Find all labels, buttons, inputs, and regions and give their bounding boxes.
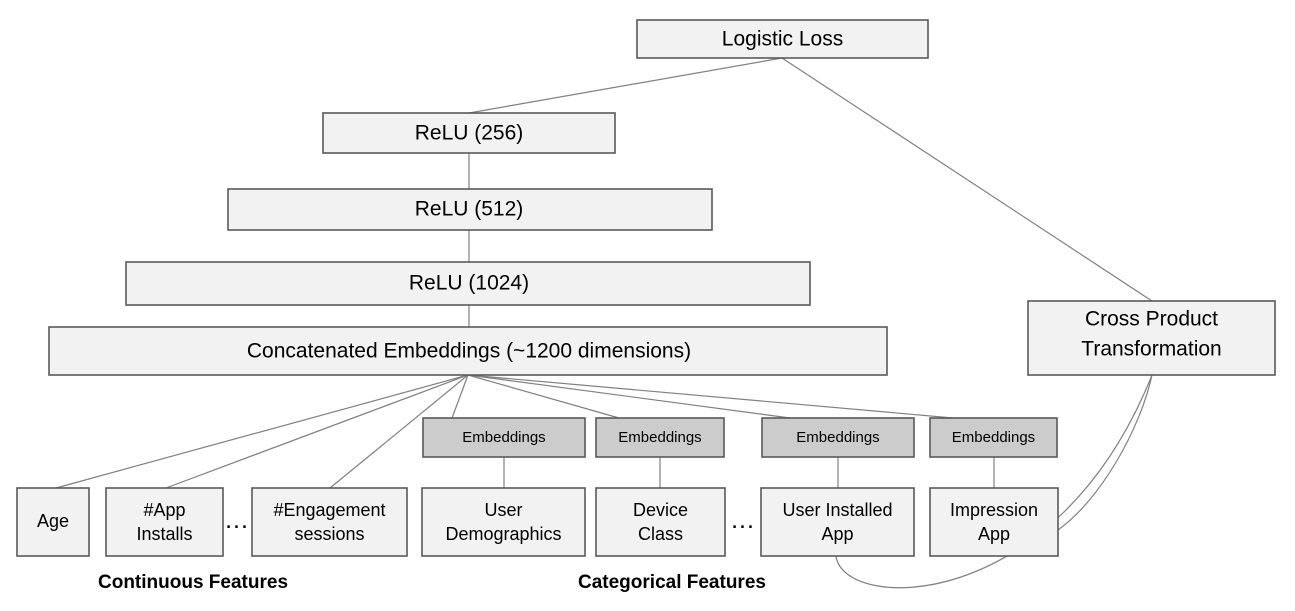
node-feature-user-installed-app[interactable]: User Installed App <box>760 487 915 557</box>
feature-user-demographics-label-line1: User <box>484 500 522 520</box>
feature-impression-app-label-line2: App <box>978 524 1010 544</box>
relu-256-label: ReLU (256) <box>415 122 524 145</box>
continuous-features-caption: Continuous Features <box>98 572 288 593</box>
feature-app-installs-box[interactable] <box>105 487 224 557</box>
node-cross-product-transformation[interactable]: Cross Product Transformation <box>1027 300 1276 376</box>
embeddings-1-label: Embeddings <box>462 429 545 446</box>
feature-age-box[interactable] <box>16 487 90 557</box>
node-feature-age[interactable]: Age <box>16 487 90 557</box>
feature-age-label: Age <box>37 511 69 531</box>
categorical-ellipsis: ... <box>731 506 755 534</box>
feature-engagement-sessions-label-line1: #Engagement <box>273 500 385 520</box>
node-relu-256[interactable]: ReLU (256) <box>322 112 616 154</box>
node-relu-512[interactable]: ReLU (512) <box>227 188 713 231</box>
continuous-ellipsis: ... <box>225 506 249 534</box>
relu-1024-box[interactable] <box>125 261 811 306</box>
feature-impression-app-label-line1: Impression <box>950 500 1038 520</box>
feature-user-installed-app-label-line1: User Installed <box>782 500 892 520</box>
feature-device-class-box[interactable] <box>595 487 726 557</box>
edge-concat-to-app-installs <box>165 374 469 489</box>
feature-user-installed-app-label-line2: App <box>821 524 853 544</box>
edge-logistic-loss-to-cross-product <box>781 57 1153 302</box>
feature-user-installed-app-box[interactable] <box>760 487 915 557</box>
concatenated-embeddings-label: Concatenated Embeddings (~1200 dimension… <box>247 340 691 363</box>
relu-256-box[interactable] <box>322 112 616 154</box>
cross-product-transformation-label-line1: Cross Product <box>1085 308 1218 331</box>
cross-product-transformation-label-line2: Transformation <box>1081 338 1221 361</box>
feature-user-demographics-label-line2: Demographics <box>445 524 561 544</box>
feature-app-installs-label-line2: Installs <box>136 524 192 544</box>
logistic-loss-label: Logistic Loss <box>722 28 843 51</box>
feature-user-demographics-box[interactable] <box>421 487 586 557</box>
feature-device-class-label-line2: Class <box>638 524 683 544</box>
edge-concat-to-embeddings-2 <box>467 374 620 419</box>
embeddings-4-box[interactable] <box>929 417 1058 458</box>
relu-1024-label: ReLU (1024) <box>409 272 529 295</box>
edge-concat-to-embeddings-1 <box>451 374 469 419</box>
edge-user-installed-app-to-cross-product <box>835 374 1153 589</box>
edge-concat-to-embeddings-4 <box>467 374 954 419</box>
node-embeddings-4[interactable]: Embeddings <box>929 417 1058 458</box>
feature-engagement-sessions-label-line2: sessions <box>294 524 364 544</box>
feature-device-class-label-line1: Device <box>633 500 688 520</box>
edge-logistic-loss-to-relu256 <box>468 57 783 114</box>
node-logistic-loss[interactable]: Logistic Loss <box>636 19 929 59</box>
embeddings-3-label: Embeddings <box>796 429 879 446</box>
node-layer: Logistic Loss ReLU (256) ReLU (512) ReLU… <box>16 19 1276 593</box>
feature-app-installs-label-line1: #App <box>143 500 185 520</box>
node-embeddings-1[interactable]: Embeddings <box>422 417 586 458</box>
node-feature-device-class[interactable]: Device Class <box>595 487 726 557</box>
edge-concat-to-age <box>55 374 469 489</box>
relu-512-label: ReLU (512) <box>415 198 524 221</box>
embeddings-1-box[interactable] <box>422 417 586 458</box>
embeddings-4-label: Embeddings <box>952 429 1035 446</box>
embeddings-2-box[interactable] <box>595 417 725 458</box>
edge-impression-app-to-cross-product <box>1057 374 1153 531</box>
node-embeddings-2[interactable]: Embeddings <box>595 417 725 458</box>
node-relu-1024[interactable]: ReLU (1024) <box>125 261 811 306</box>
concatenated-embeddings-box[interactable] <box>48 326 888 376</box>
node-concatenated-embeddings[interactable]: Concatenated Embeddings (~1200 dimension… <box>48 326 888 376</box>
edge-layer <box>55 57 1153 589</box>
feature-engagement-sessions-box[interactable] <box>251 487 408 557</box>
node-embeddings-3[interactable]: Embeddings <box>761 417 915 458</box>
logistic-loss-box[interactable] <box>636 19 929 59</box>
feature-impression-app-box[interactable] <box>929 487 1059 557</box>
node-feature-impression-app[interactable]: Impression App <box>929 487 1059 557</box>
node-feature-user-demographics[interactable]: User Demographics <box>421 487 586 557</box>
embeddings-2-label: Embeddings <box>618 429 701 446</box>
embeddings-3-box[interactable] <box>761 417 915 458</box>
relu-512-box[interactable] <box>227 188 713 231</box>
node-feature-app-installs[interactable]: #App Installs <box>105 487 224 557</box>
edge-concat-to-engagement <box>329 374 469 489</box>
edge-concat-to-embeddings-3 <box>467 374 791 419</box>
node-feature-engagement-sessions[interactable]: #Engagement sessions <box>251 487 408 557</box>
categorical-features-caption: Categorical Features <box>578 572 766 593</box>
cross-product-transformation-box[interactable] <box>1027 300 1276 376</box>
